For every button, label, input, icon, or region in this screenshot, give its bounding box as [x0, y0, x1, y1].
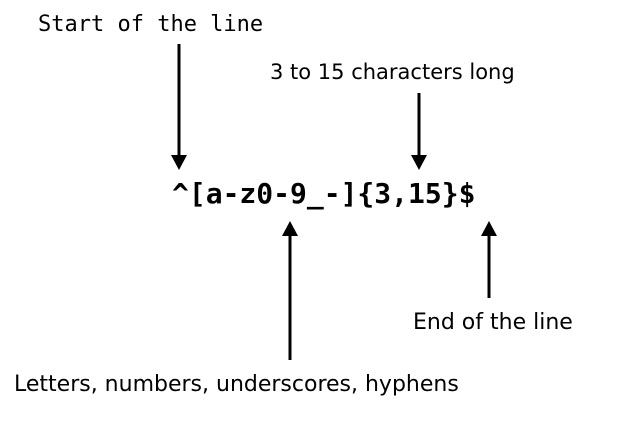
length-label: 3 to 15 characters long [270, 60, 515, 84]
length-arrow [411, 93, 427, 170]
regex-expression: ^[a-z0-9_-]{3,15}$ [172, 177, 476, 210]
end-arrow [481, 221, 497, 298]
allowed-characters-label: Letters, numbers, underscores, hyphens [14, 372, 459, 397]
characters-arrow [282, 221, 298, 360]
end-of-line-label: End of the line [413, 310, 573, 335]
start-of-line-label: Start of the line [38, 12, 264, 37]
start-arrow [171, 44, 187, 170]
